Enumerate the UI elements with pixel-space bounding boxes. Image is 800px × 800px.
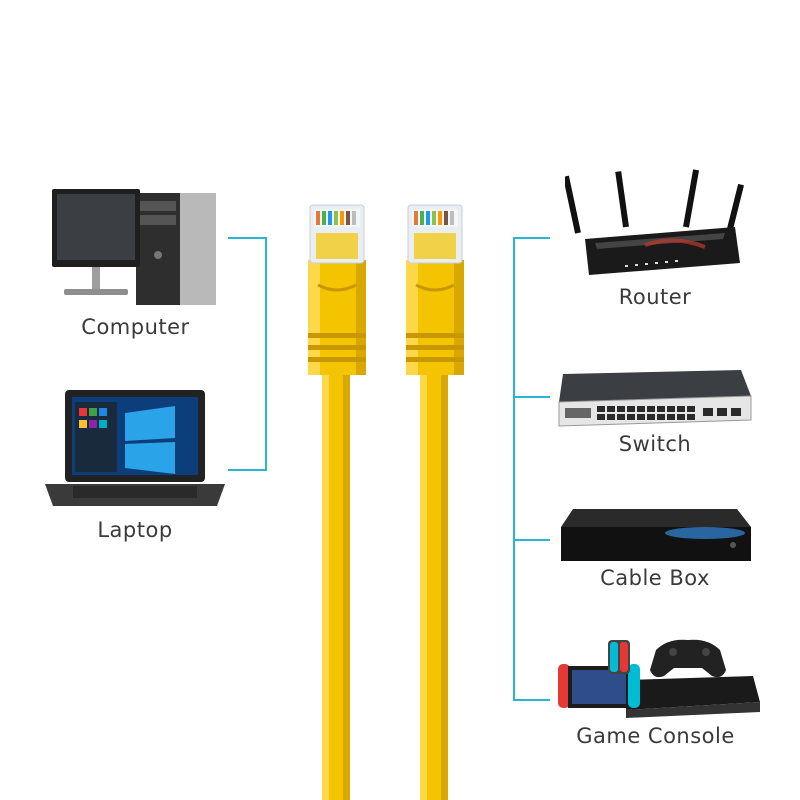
laptop-icon <box>45 390 225 506</box>
device-label-laptop: Laptop <box>97 518 173 542</box>
desktop-computer-icon <box>52 189 216 305</box>
device-label-cable-box: Cable Box <box>600 566 710 590</box>
wifi-router-icon <box>565 169 744 275</box>
device-label-computer: Computer <box>81 315 190 339</box>
ethernet-cable-left <box>308 204 366 800</box>
network-switch-icon <box>558 370 752 427</box>
device-label-game-console: Game Console <box>576 724 735 748</box>
device-label-router: Router <box>618 285 692 309</box>
game-console-icon <box>558 639 760 718</box>
cable-box-icon <box>561 509 751 561</box>
ethernet-cable-right <box>406 204 464 800</box>
device-label-switch: Switch <box>618 432 692 456</box>
